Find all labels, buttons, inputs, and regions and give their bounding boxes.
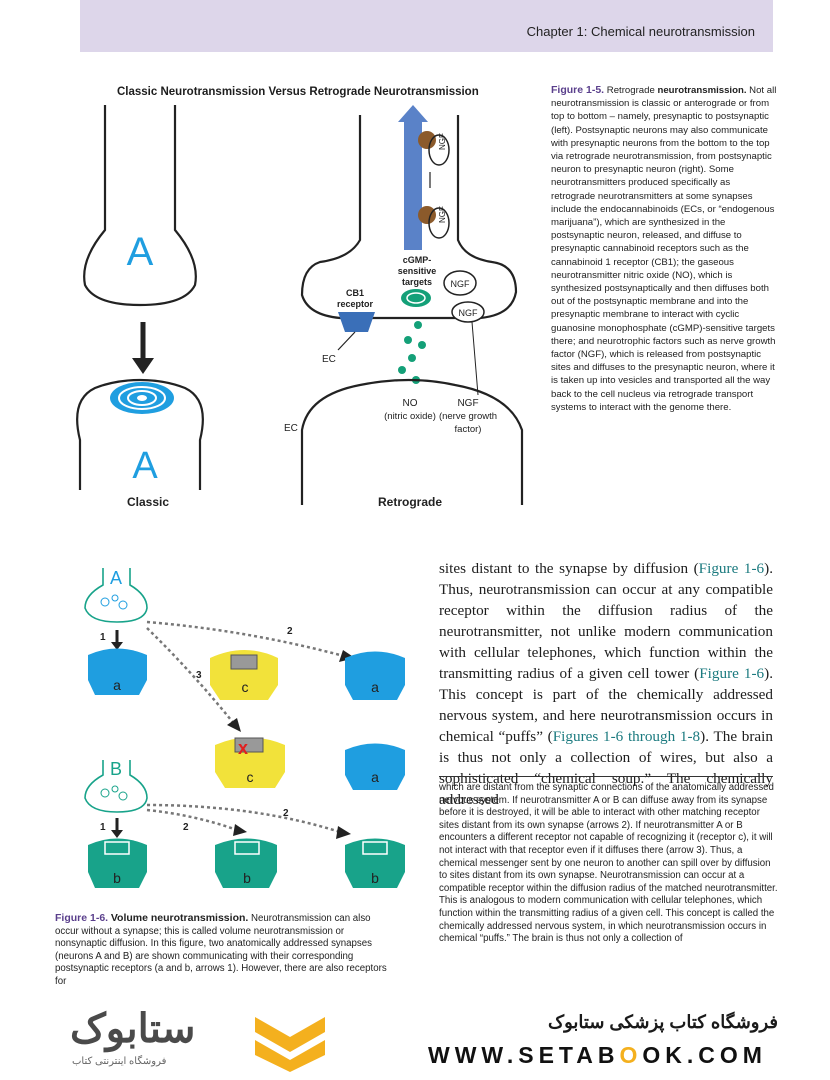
ngf-vesicle-lower-icon	[418, 206, 436, 224]
cgmp-target-icon	[401, 289, 431, 307]
cb1-receptor-icon	[338, 312, 375, 332]
figure-1-5-diagram: A A Classic NGF NGF cGMP- sensitive targ…	[76, 105, 524, 509]
svg-text:NGF: NGF	[459, 308, 479, 318]
footer	[0, 994, 830, 1080]
classic-postsynaptic-terminal	[76, 378, 204, 490]
svg-text:2: 2	[183, 822, 189, 833]
body-paragraph: sites distant to the synapse by diffusio…	[439, 560, 773, 808]
svg-text:cGMP-: cGMP-	[403, 255, 432, 265]
svg-text:targets: targets	[402, 277, 432, 287]
ngf-vesicle-upper-icon	[418, 131, 436, 149]
shop-url[interactable]: WWW.SETABOOK.COM	[428, 1042, 767, 1068]
figure-1-6-caption: Figure 1-6. Volume neurotransmission. Ne…	[55, 912, 387, 987]
receptor-c-1	[210, 650, 278, 700]
logo-subtitle: فروشگاه اینترنتی کتاب	[72, 1056, 167, 1067]
figure-ref-link[interactable]: Figures 1-6 through 1-8	[552, 728, 701, 745]
svg-text:factor): factor)	[455, 424, 482, 435]
svg-text:NO: NO	[403, 398, 418, 409]
shop-name: فروشگاه کتاب پزشکی ستابوک	[548, 1012, 778, 1032]
block-x-icon: x	[238, 738, 248, 758]
setabook-logo-icon	[255, 1017, 325, 1072]
caption-continuation: which are distant from the synaptic conn…	[439, 782, 778, 945]
chapter-title: Chapter 1: Chemical neurotransmission	[526, 24, 755, 39]
svg-text:NGF: NGF	[457, 398, 478, 409]
label-retrograde: Retrograde	[378, 495, 442, 509]
figure-1-6-diagram: A 1 a 2 3 c a x c a B 1 2 2 b b b	[84, 568, 405, 888]
svg-text:1: 1	[100, 632, 106, 643]
header-band: Chapter 1: Chemical neurotransmission	[80, 0, 773, 52]
svg-text:c: c	[242, 679, 249, 695]
svg-text:1: 1	[100, 822, 106, 833]
classic-arrow-head	[132, 358, 154, 374]
svg-text:b: b	[371, 870, 379, 886]
svg-text:receptor: receptor	[337, 299, 374, 309]
svg-text:b: b	[243, 870, 251, 886]
receptor-a-2	[345, 651, 405, 700]
receptor-b-3	[345, 838, 405, 888]
svg-text:A: A	[110, 568, 122, 588]
svg-text:CB1: CB1	[346, 288, 364, 298]
svg-text:b: b	[113, 870, 121, 886]
figure-1-5-caption: Figure 1-5. Retrograde neurotransmission…	[551, 84, 777, 413]
receptor-b-2	[215, 838, 277, 888]
svg-text:(nitric oxide): (nitric oxide)	[384, 411, 436, 422]
svg-text:2: 2	[283, 808, 289, 819]
retrograde-presynaptic-terminal	[300, 115, 518, 320]
svg-text:a: a	[371, 769, 379, 785]
svg-text:c: c	[247, 769, 254, 785]
classic-presynaptic-terminal	[83, 105, 197, 307]
neuron-b	[84, 760, 148, 813]
svg-text:EC: EC	[284, 423, 298, 434]
svg-text:3: 3	[196, 670, 202, 681]
label-a-bottom: A	[132, 445, 158, 487]
receptor-b-1	[88, 838, 147, 888]
svg-text:a: a	[113, 677, 121, 693]
receptor-a-3	[345, 743, 405, 790]
label-classic: Classic	[127, 495, 169, 509]
svg-text:B: B	[110, 759, 122, 779]
receptor-a-1	[88, 648, 147, 695]
retrograde-postsynaptic-terminal	[300, 378, 524, 505]
svg-text:NGF: NGF	[438, 206, 447, 223]
label-a-top: A	[127, 230, 154, 274]
svg-text:(nerve growth: (nerve growth	[439, 411, 497, 422]
figure-ref-link[interactable]: Figure 1-6	[698, 560, 765, 577]
logo-text: ستابوک	[70, 1007, 196, 1051]
svg-text:2: 2	[287, 626, 293, 637]
svg-text:EC: EC	[322, 354, 336, 365]
divider	[439, 776, 773, 777]
neuron-a	[84, 568, 148, 623]
figure-1-5-title: Classic Neurotransmission Versus Retrogr…	[117, 86, 479, 98]
svg-text:NGF: NGF	[438, 133, 447, 150]
svg-text:NGF: NGF	[451, 279, 471, 289]
receptor-c-2	[215, 737, 285, 788]
figure-ref-link[interactable]: Figure 1-6	[699, 665, 765, 682]
retrograde-transport-tube	[404, 120, 422, 250]
svg-text:a: a	[371, 679, 379, 695]
svg-text:sensitive: sensitive	[398, 266, 437, 276]
